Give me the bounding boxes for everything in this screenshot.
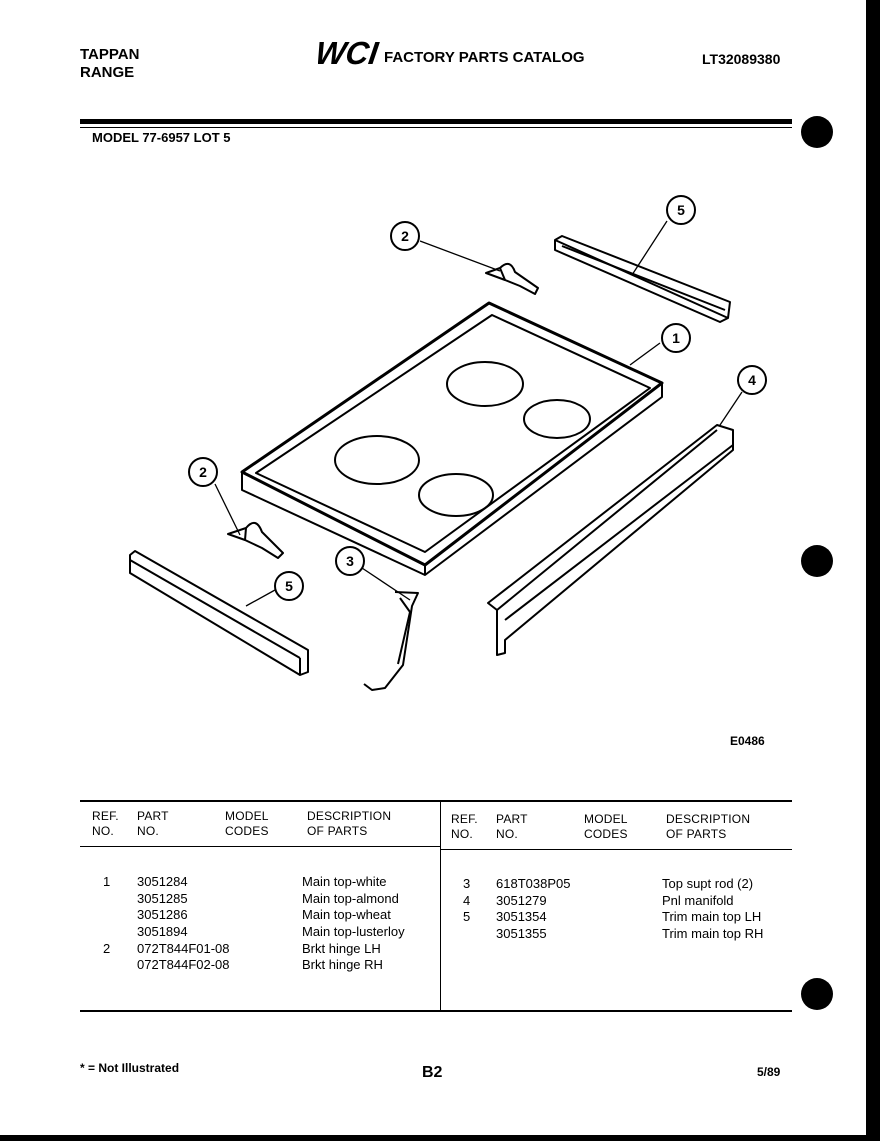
table-cell-ref (103, 924, 110, 941)
logo-text: WCI (318, 36, 381, 70)
table-cell-ref: 3 (463, 876, 471, 891)
svg-text:5: 5 (285, 578, 293, 594)
table-cell-ref (103, 891, 110, 908)
main-top-part (240, 301, 664, 576)
table-divider (440, 802, 441, 1010)
svg-text:1: 1 (672, 330, 680, 346)
callout-2-front: 2 (188, 457, 218, 487)
callout-5-rear: 5 (666, 195, 696, 225)
callout-group: 2 5 1 4 2 3 5 (188, 195, 767, 601)
page-number: B2 (422, 1064, 443, 1081)
callout-5-front: 5 (274, 571, 304, 601)
catalog-page: TAPPAN RANGE WCI FACTORY PARTS CATALOG L… (0, 0, 866, 1135)
model-number: MODEL 77-6957 LOT 5 (92, 130, 231, 145)
table-cell-part: 3051354 (496, 909, 547, 925)
wci-logo: WCI (318, 36, 381, 70)
left-part-column: 3051284 3051285 3051286 3051894 072T844F… (137, 874, 230, 974)
table-cell-desc: Trim main top LH (662, 909, 762, 925)
binder-hole-middle (801, 545, 833, 577)
table-cell-ref: 4 (463, 892, 471, 908)
product-type: RANGE (80, 64, 135, 81)
svg-text:5: 5 (677, 202, 685, 218)
figure-code: E0486 (730, 734, 765, 748)
catalog-title: FACTORY PARTS CATALOG (384, 49, 585, 66)
callout-2-rear: 2 (390, 221, 420, 251)
svg-text:3: 3 (346, 553, 354, 569)
table-cell-ref: 5 (463, 909, 471, 925)
table-cell-desc: Main top-wheat (302, 907, 391, 923)
right-ref-column: 3 4 5 (463, 876, 470, 943)
table-cell-part: 072T844F02-08 (137, 957, 230, 973)
left-desc-column: Main top-white Main top-almond Main top-… (302, 874, 405, 974)
header-ref-right: REF.NO. (451, 812, 478, 841)
table-cell-part: 072T844F01-08 (137, 940, 230, 956)
hinge-bracket-front (227, 521, 284, 559)
table-cell-part: 3051285 (137, 890, 188, 906)
revision-date: 5/89 (757, 1065, 781, 1079)
table-top-rule (80, 800, 792, 802)
not-illustrated-note: * = Not Illustrated (80, 1061, 180, 1075)
right-header-rule (440, 849, 792, 850)
table-cell-desc: Main top-white (302, 874, 387, 889)
table-cell-ref (103, 907, 110, 924)
leader-lines (214, 220, 743, 607)
manifold-part (487, 424, 734, 656)
support-rod-part (363, 591, 419, 691)
table-cell-ref: 2 (103, 940, 111, 956)
table-cell-part: 3051279 (496, 892, 547, 908)
table-cell-ref (463, 926, 470, 943)
right-desc-column: Top supt rod (2) Pnl manifold Trim main … (662, 876, 763, 943)
table-bottom-rule (80, 1010, 792, 1012)
table-cell-desc: Brkt hinge RH (302, 957, 383, 973)
binder-hole-top (801, 116, 833, 148)
table-cell-desc: Brkt hinge LH (302, 940, 381, 956)
left-ref-column: 1 2 (103, 874, 110, 974)
exploded-parts-diagram: 2 5 1 4 2 3 5 (129, 195, 767, 691)
header-rule-thin (80, 127, 792, 128)
svg-text:4: 4 (748, 372, 756, 388)
table-cell-desc: Pnl manifold (662, 892, 734, 908)
right-part-column: 618T038P05 3051279 3051354 3051355 (496, 876, 570, 943)
header-rule (80, 119, 792, 124)
binder-hole-bottom (801, 978, 833, 1010)
table-cell-part: 3051284 (137, 874, 188, 889)
table-cell-desc: Top supt rod (2) (662, 876, 754, 891)
callout-4: 4 (737, 365, 767, 395)
callout-1: 1 (661, 323, 691, 353)
hinge-bracket-rear (485, 262, 539, 295)
callout-3: 3 (335, 546, 365, 576)
trim-front-part (129, 550, 309, 676)
table-cell-part: 3051286 (137, 907, 188, 923)
left-header-rule (80, 846, 440, 847)
brand-block: TAPPAN RANGE (80, 47, 139, 83)
svg-text:2: 2 (401, 228, 409, 244)
table-cell-part: 618T038P05 (496, 876, 571, 891)
header-ref-left: REF.NO. (92, 809, 119, 838)
catalog-number: LT32089380 (702, 51, 781, 67)
table-cell-ref (103, 957, 110, 974)
table-cell-desc: Trim main top RH (662, 926, 764, 942)
svg-text:2: 2 (199, 464, 207, 480)
table-cell-part: 3051894 (137, 924, 188, 940)
table-cell-ref: 1 (103, 874, 111, 889)
table-cell-part: 3051355 (496, 926, 547, 942)
brand-name: TAPPAN (80, 46, 140, 63)
table-cell-desc: Main top-lusterloy (302, 924, 405, 940)
trim-rear-part (554, 235, 731, 323)
table-cell-desc: Main top-almond (302, 890, 399, 906)
